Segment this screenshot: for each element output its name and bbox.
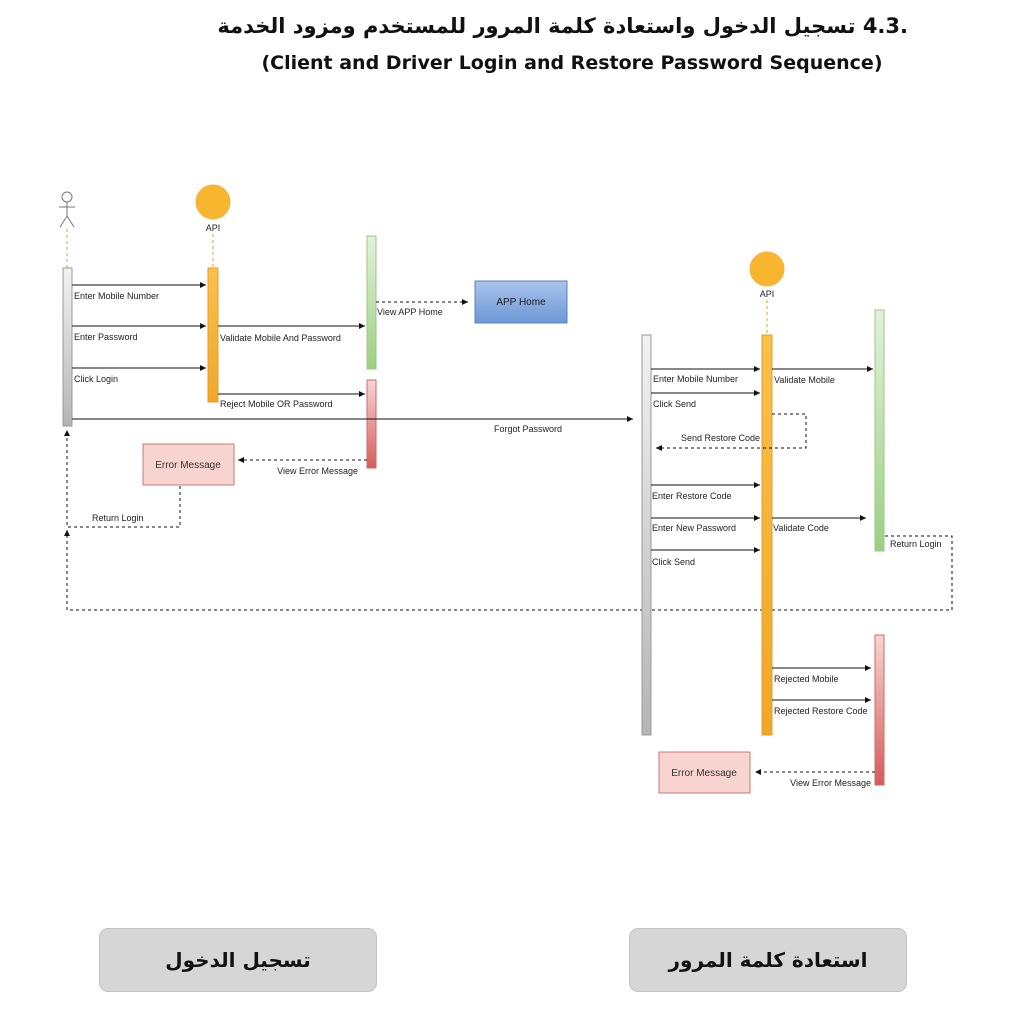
error-message-box (142, 443, 235, 486)
api-entity-icon-restore (749, 251, 785, 287)
msg-send-code-label: Send Restore Code (681, 433, 760, 443)
login-section-label: تسجيل الدخول (99, 928, 377, 992)
user-activation-bar-restore (641, 334, 652, 736)
error-message-label: Error Message (155, 460, 221, 471)
msg-validate-code-label: Validate Code (773, 523, 829, 533)
msg-enter-mobile-label: Enter Mobile Number (74, 291, 159, 301)
success-activation-bar (366, 235, 377, 370)
api-activation-bar-restore (761, 334, 773, 736)
error-activation-bar (366, 379, 377, 469)
page-title-english: (Client and Driver Login and Restore Pas… (261, 52, 883, 74)
msg-return-login-label: Return Login (92, 513, 144, 523)
app-home-box (474, 280, 568, 324)
msg-validate-label: Validate Mobile And Password (220, 333, 341, 343)
msg-enter-password-label: Enter Password (74, 332, 138, 342)
error-message-box-restore (658, 751, 751, 794)
success-activation-bar-restore (874, 309, 885, 552)
restore-password-section-label: استعادة كلمة المرور (629, 928, 907, 992)
msg-validate-mobile-label: Validate Mobile (774, 375, 835, 385)
api-label-restore: API (760, 289, 775, 299)
msg-rejected-mobile-label: Rejected Mobile (774, 674, 839, 684)
msg-reject-label: Reject Mobile OR Password (220, 399, 333, 409)
app-home-label: APP Home (496, 297, 546, 308)
msg-enter-mobile-label-restore: Enter Mobile Number (653, 374, 738, 384)
page-title-arabic: .4.3 تسجيل الدخول واستعادة كلمة المرور ل… (217, 14, 908, 38)
msg-forgot-password-label: Forgot Password (494, 424, 562, 434)
api-entity-icon (195, 184, 231, 220)
msg-rejected-code-label: Rejected Restore Code (774, 706, 868, 716)
msg-click-send-label: Click Send (653, 399, 696, 409)
msg-enter-code-label: Enter Restore Code (652, 491, 732, 501)
api-label: API (206, 223, 221, 233)
msg-view-error-label: View Error Message (277, 466, 358, 476)
msg-click-send-2-label: Click Send (652, 557, 695, 567)
msg-return-login-arrow (64, 430, 181, 528)
msg-enter-new-pass-label: Enter New Password (652, 523, 736, 533)
msg-click-login-label: Click Login (74, 374, 118, 384)
return-login-loop-arrow (64, 530, 953, 611)
msg-view-error-label-restore: View Error Message (790, 778, 871, 788)
msg-send-code-arrow (656, 413, 807, 451)
user-activation-bar (62, 267, 73, 427)
error-message-label-restore: Error Message (671, 768, 737, 779)
msg-view-home-label: View APP Home (377, 307, 443, 317)
api-activation-bar (207, 267, 219, 403)
msg-return-login-label-restore: Return Login (890, 539, 942, 549)
user-actor-icon (59, 191, 75, 228)
error-activation-bar-restore (874, 634, 885, 786)
